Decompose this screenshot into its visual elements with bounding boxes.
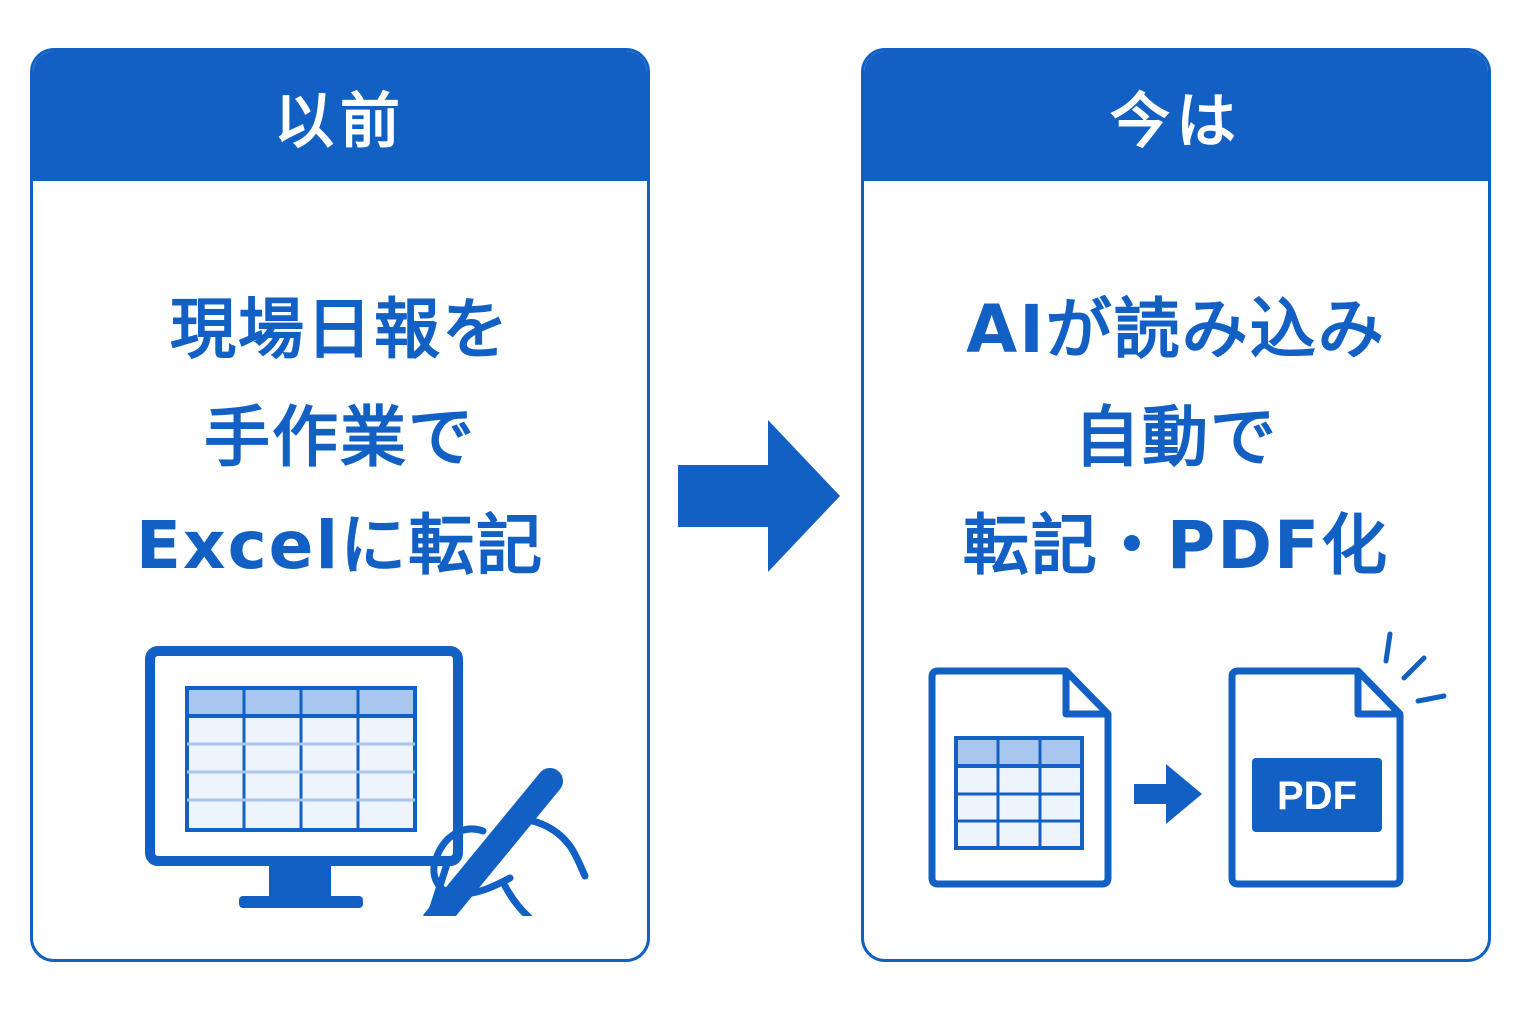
small-arrow-icon bbox=[1134, 764, 1202, 824]
after-line-3: 転記・PDF化 bbox=[962, 507, 1390, 584]
after-line-1: AIが読み込み bbox=[966, 291, 1386, 368]
after-description: AIが読み込み 自動で 転記・PDF化 bbox=[864, 276, 1488, 600]
before-header: 以前 bbox=[33, 51, 647, 181]
spreadsheet-icon bbox=[185, 686, 417, 832]
before-panel: 以前 現場日報を 手作業で Excelに転記 bbox=[30, 48, 650, 962]
before-line-2: 手作業で bbox=[204, 399, 476, 476]
after-panel: 今は AIが読み込み 自動で 転記・PDF化 bbox=[861, 48, 1491, 962]
sparkle-icon bbox=[1383, 631, 1447, 704]
pdf-label: PDF bbox=[1277, 774, 1357, 818]
conversion-illustration: PDF bbox=[928, 631, 1447, 888]
arrow-right-icon bbox=[678, 420, 840, 572]
before-description: 現場日報を 手作業で Excelに転記 bbox=[33, 276, 647, 600]
after-line-2: 自動で bbox=[1074, 399, 1278, 476]
monitor-icon bbox=[145, 646, 589, 916]
after-header: 今は bbox=[864, 51, 1488, 181]
hand-pen-icon bbox=[423, 768, 589, 916]
spreadsheet-icon bbox=[954, 736, 1084, 850]
before-line-3: Excelに転記 bbox=[135, 507, 545, 584]
before-line-1: 現場日報を bbox=[170, 291, 510, 368]
document-icon bbox=[928, 667, 1112, 888]
pdf-document-icon: PDF bbox=[1228, 667, 1404, 888]
